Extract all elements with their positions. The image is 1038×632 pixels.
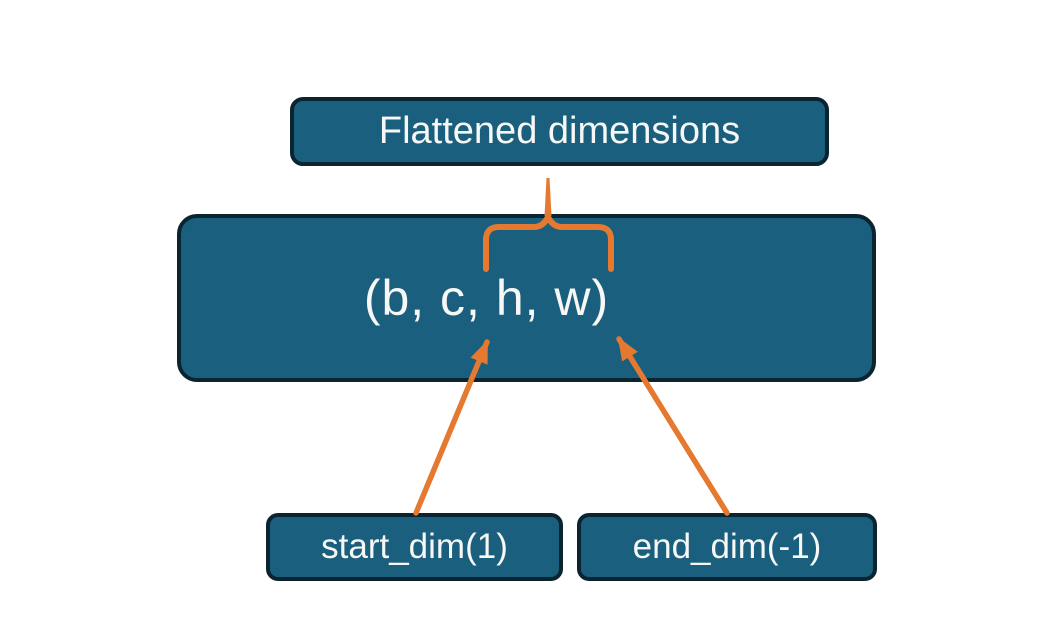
flattened-dimensions-box: Flattened dimensions [290, 97, 829, 166]
flattened-dimensions-label: Flattened dimensions [378, 110, 741, 152]
end-dim-box: end_dim(-1) [577, 513, 877, 581]
brace-stem-connector [544, 178, 552, 216]
tensor-shape-label: (b, c, h, w) [363, 270, 610, 326]
start-dim-box: start_dim(1) [266, 513, 563, 581]
start-dim-label: start_dim(1) [321, 527, 508, 566]
tensor-shape-box: (b, c, h, w) [177, 214, 876, 382]
end-dim-label: end_dim(-1) [632, 527, 822, 566]
